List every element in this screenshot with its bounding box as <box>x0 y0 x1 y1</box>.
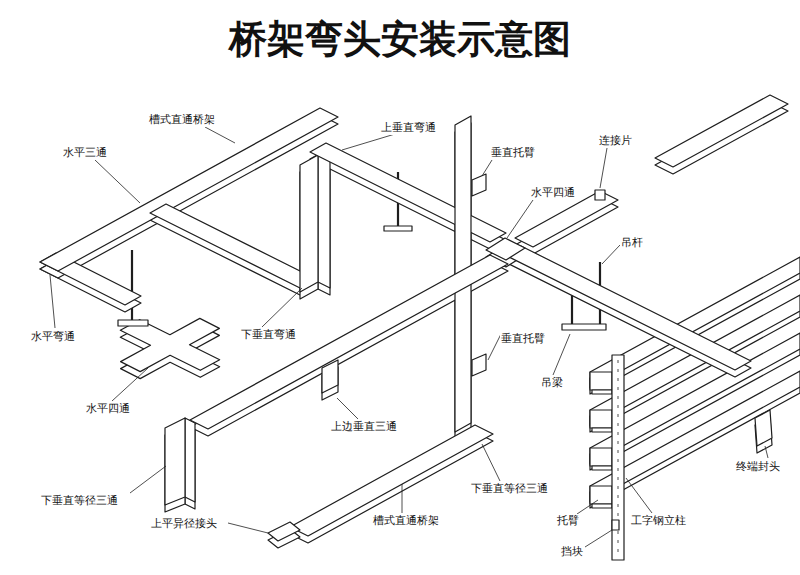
part-label: 水平四通 <box>530 186 576 200</box>
part-label: 槽式直通桥架 <box>148 113 216 127</box>
part-label: 水平三通 <box>62 146 108 160</box>
part-label: 终端封头 <box>735 460 781 474</box>
part-label: 上边垂直三通 <box>330 420 398 434</box>
part-label: 挡块 <box>560 545 584 559</box>
part-label: 工字钢立柱 <box>630 514 687 528</box>
part-label: 下垂直等径三通 <box>470 482 549 496</box>
part-label: 吊杆 <box>620 236 644 250</box>
part-label: 下垂直等径三通 <box>40 494 119 508</box>
part-label: 垂直托臂 <box>490 146 536 160</box>
part-label: 槽式直通桥架 <box>372 514 440 528</box>
part-label: 水平弯通 <box>30 330 76 344</box>
part-label: 上平异径接头 <box>150 517 218 531</box>
part-label: 吊梁 <box>540 376 564 390</box>
part-label: 连接片 <box>598 134 633 148</box>
part-label: 上垂直弯通 <box>380 121 437 135</box>
part-label: 水平四通 <box>85 402 131 416</box>
diagram-title: 桥架弯头安装示意图 <box>0 14 800 65</box>
part-label: 托臂 <box>556 514 580 528</box>
part-label: 下垂直弯通 <box>240 328 297 342</box>
part-label: 垂直托臂 <box>500 332 546 346</box>
